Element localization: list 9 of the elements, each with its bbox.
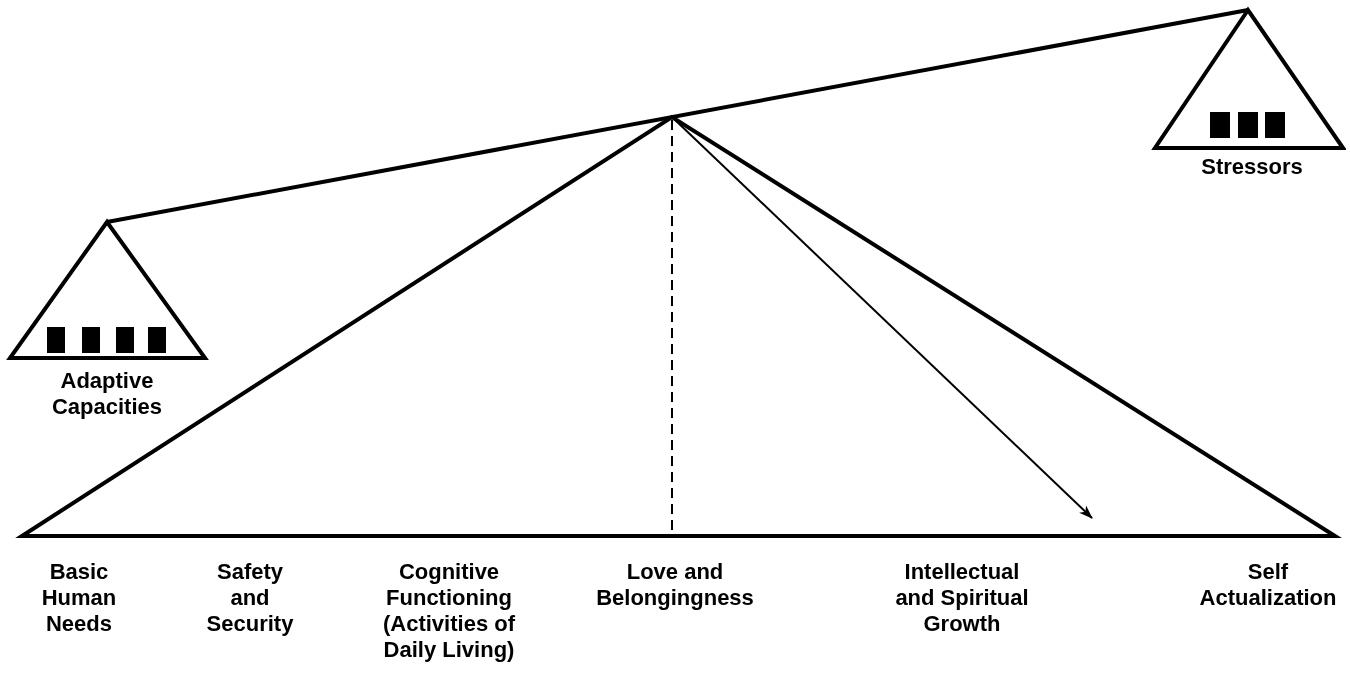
stage-label: Basic Human Needs [40, 559, 118, 637]
stage-label: Cognitive Functioning (Activities of Daily Living) [382, 559, 516, 663]
stage-label: Intellectual and Spiritual Growth [894, 559, 1030, 637]
stage-label: Love and Belongingness [595, 559, 755, 611]
stage-label: Safety and Security [205, 559, 295, 637]
weight-label: Stressors [1200, 154, 1304, 180]
stage-label: Self Actualization [1198, 559, 1338, 611]
weight-label: Adaptive Capacities [50, 368, 164, 420]
balance-beam [106, 8, 1249, 224]
